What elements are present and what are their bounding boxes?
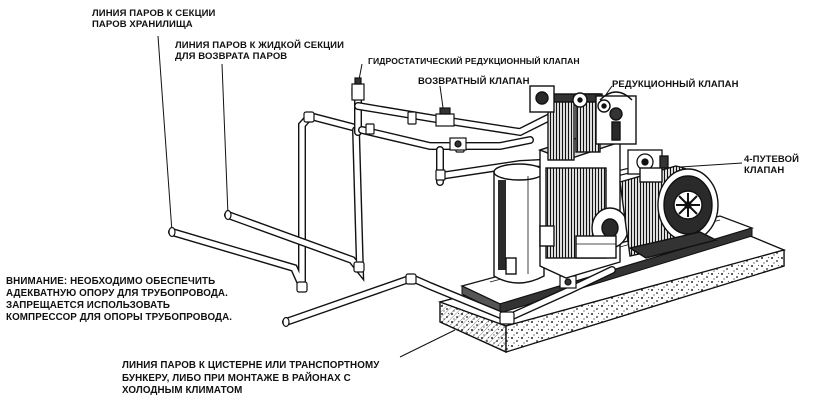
label-check-valve-text: ВОЗВРАТНЫЙ КЛАПАН [418, 76, 530, 87]
inline-valve [449, 137, 577, 289]
label-warning-line1: ВНИМАНИЕ: НЕОБХОДИМО ОБЕСПЕЧИТЬ [6, 276, 216, 287]
label-vapor-storage-line2: ПАРОВ ХРАНИЛИЩА [92, 19, 193, 30]
pipe-network [168, 88, 643, 326]
leader-vapor-tank [399, 329, 456, 358]
compressor-body [529, 85, 637, 279]
label-warning-line4: КОМПРЕССОР ДЛЯ ОПОРЫ ТРУБОПРОВОДА. [6, 312, 233, 323]
label-vapor-storage-line1: ЛИНИЯ ПАРОВ К СЕКЦИИ [92, 8, 216, 19]
label-four-way-valve: 4-ПУТЕВОЙ КЛАПАН [744, 154, 799, 176]
label-vapor-tank: ЛИНИЯ ПАРОВ К ЦИСТЕРНЕ ИЛИ ТРАНСПОРТНОМУ… [122, 360, 379, 398]
electric-motor [619, 165, 719, 259]
label-vapor-tank-line2: БУНКЕРУ, ЛИБО ПРИ МОНТАЖЕ В РАЙОНАХ С [122, 372, 351, 384]
label-hydrostatic-valve: ГИДРОСТАТИЧЕСКИЙ РЕДУКЦИОННЫЙ КЛАПАН [368, 56, 580, 67]
check-valve [435, 107, 455, 127]
leader-vapor-liquid-return [221, 63, 229, 216]
label-check-valve: ВОЗВРАТНЫЙ КЛАПАН [418, 76, 530, 87]
label-relief-valve: РЕДУКЦИОННЫЙ КЛАПАН [612, 79, 739, 90]
label-relief-valve-text: РЕДУКЦИОННЫЙ КЛАПАН [612, 79, 739, 90]
liquid-trap-vessel [493, 163, 545, 284]
label-warning: ВНИМАНИЕ: НЕОБХОДИМО ОБЕСПЕЧИТЬ АДЕКВАТН… [6, 276, 232, 324]
label-four-way-valve-line1: 4-ПУТЕВОЙ [744, 154, 800, 165]
label-warning-line2: АДЕКВАТНУЮ ОПОРУ ДЛЯ ТРУБОПРОВОДА. [6, 288, 228, 299]
label-four-way-valve-line2: КЛАПАН [744, 165, 785, 176]
label-vapor-liquid-return-line1: ЛИНИЯ ПАРОВ К ЖИДКОЙ СЕКЦИИ [175, 40, 345, 51]
label-vapor-tank-line3: ХОЛОДНЫМ КЛИМАТОМ [122, 385, 243, 396]
label-vapor-liquid-return-line2: ДЛЯ ВОЗВРАТА ПАРОВ [175, 51, 288, 62]
label-warning-line3: ЗАПРЕЩАЕТСЯ ИСПОЛЬЗОВАТЬ [6, 300, 171, 311]
hydrostatic-relief-valve [351, 77, 365, 101]
label-hydrostatic-valve-text: ГИДРОСТАТИЧЕСКИЙ РЕДУКЦИОННЫЙ КЛАПАН [368, 56, 580, 66]
label-vapor-liquid-return: ЛИНИЯ ПАРОВ К ЖИДКОЙ СЕКЦИИ ДЛЯ ВОЗВРАТА… [175, 40, 344, 62]
label-vapor-tank-line1: ЛИНИЯ ПАРОВ К ЦИСТЕРНЕ ИЛИ ТРАНСПОРТНОМУ [122, 360, 380, 371]
leader-vapor-storage [157, 35, 173, 233]
label-vapor-storage: ЛИНИЯ ПАРОВ К СЕКЦИИ ПАРОВ ХРАНИЛИЩА [92, 8, 215, 30]
